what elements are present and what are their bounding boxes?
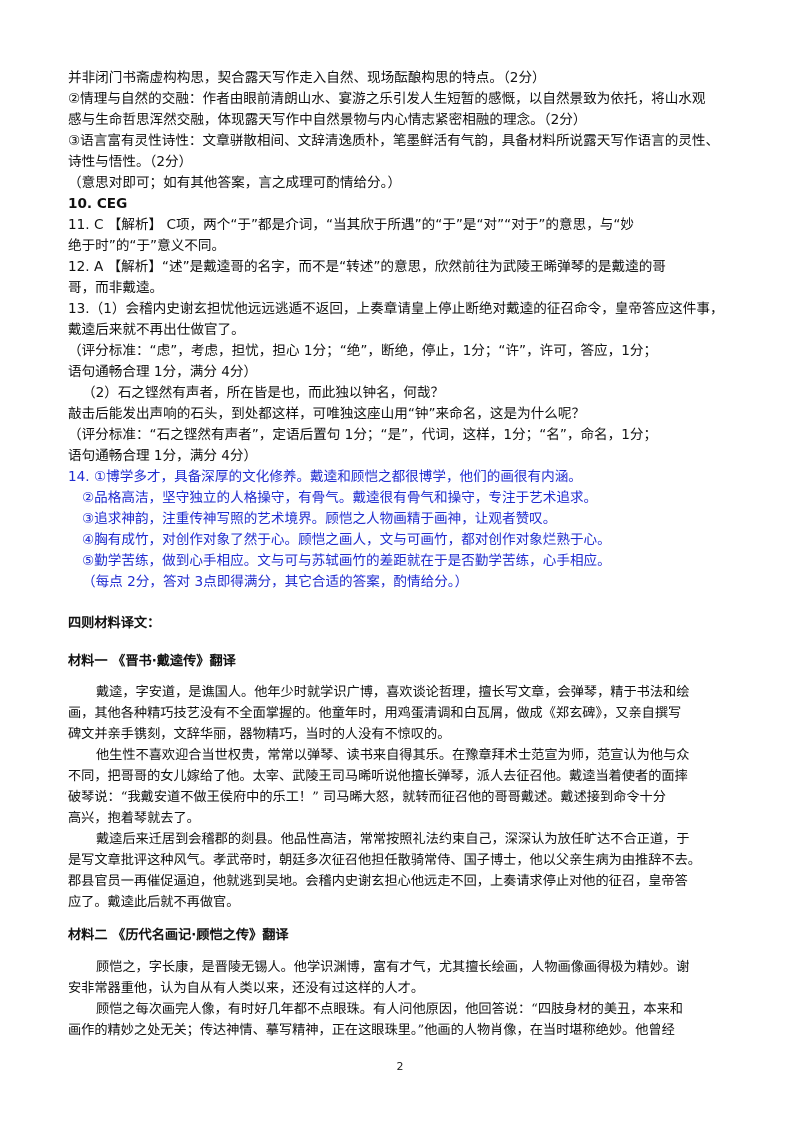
- answer-line: 感与生命哲思浑然交融，体现露天写作中自然景物与内心情志紧密相融的理念。（2分）: [68, 112, 587, 128]
- answer-14-point: ④胸有成竹，对创作对象了然于心。顾恺之画人，文与可画竹，都对创作对象烂熟于心。: [82, 532, 611, 548]
- answer-line: 并非闭门书斋虚构构思，契合露天写作走入自然、现场酝酿构思的特点。（2分）: [68, 70, 546, 86]
- answer-line: 哥，而非戴逵。: [68, 280, 164, 296]
- material1-line: 碑文并亲手镌刻，文辞华丽，器物精巧，当时的人没有不惊叹的。: [68, 727, 451, 742]
- answer-14-point: ⑤勤学苦练，做到心手相应。文与可与苏轼画竹的差距就在于是否勤学苦练，心手相应。: [82, 553, 611, 569]
- material1-line: 戴逵，字安道，是谯国人。他年少时就学识广博，喜欢谈论哲理，擅长写文章，会弹琴，精…: [96, 685, 690, 700]
- material1-heading: 材料一 《晋书·戴逵传》翻译: [68, 654, 236, 669]
- answer-12: 12. A 【解析】“述”是戴逵哥的名字，而不是“转述”的意思，欣然前往为武陵王…: [68, 259, 666, 275]
- scoring-note: （评分标准：“虑”，考虑，担忧，担心 1分；“绝”，断绝，停止，1分；“许”，许…: [68, 343, 658, 359]
- answer-line: ③语言富有灵性诗性：文章骈散相间、文辞清逸质朴，笔墨鲜活有气韵，具备材料所说露天…: [68, 133, 720, 149]
- answer-10: 10. CEG: [68, 196, 128, 212]
- answer-14-note: （每点 2分，答对 3点即得满分，其它合适的答案，酌情给分。）: [82, 574, 469, 590]
- material2-line: 安非常器重他，认为自从有人类以来，还没有过这样的人才。: [68, 981, 425, 996]
- answer-line: 敲击后能发出声响的石头，到处都这样，可唯独这座山用“钟”来命名，这是为什么呢？: [68, 406, 586, 422]
- answer-11: 11. C 【解析】 C项，两个“于”都是介词，“当其欣于所遇”的“于”是“对”…: [68, 217, 635, 233]
- material1-line: 是写文章批评这种风气。孝武帝时，朝廷多次征召他担任散骑常侍、国子博士，他以父亲生…: [68, 853, 701, 868]
- scoring-note: （评分标准：“石之铿然有声者”，定语后置句 1分；“是”，代词，这样，1分；“名…: [68, 427, 658, 443]
- answer-line: 诗性与悟性。（2分）: [68, 154, 193, 170]
- material1-line: 高兴，抱着琴就去了。: [68, 811, 200, 826]
- material2-heading: 材料二 《历代名画记·顾恺之传》翻译: [68, 928, 289, 943]
- material1-line: 破琴说：“我戴安道不做王侯府中的乐工！” 司马晞大怒，就转而征召他的哥哥戴述。戴…: [68, 790, 666, 805]
- scoring-note: 语句通畅合理 1分，满分 4分）: [68, 448, 258, 464]
- material1-line: 他生性不喜欢迎合当世权贵，常常以弹琴、读书来自得其乐。在豫章拜术士范宣为师，范宣…: [96, 748, 690, 763]
- answer-13: 13.（1）会稽内史谢玄担忧他远远逃遁不返回，上奏章请皇上停止断绝对戴逵的征召命…: [68, 301, 724, 317]
- material1-line: 应了。戴逵此后就不再做官。: [68, 895, 240, 910]
- scoring-note: 语句通畅合理 1分，满分 4分）: [68, 364, 258, 380]
- translations-heading: 四则材料译文：: [68, 616, 161, 631]
- material2-line: 顾恺之，字长康，是晋陵无锡人。他学识渊博，富有才气，尤其擅长绘画，人物画像画得极…: [96, 960, 690, 975]
- material2-line: 顾恺之每次画完人像，有时好几年都不点眼珠。有人问他原因，他回答说：“四肢身材的美…: [96, 1002, 683, 1017]
- answer-14-point: ②品格高洁，坚守独立的人格操守，有骨气。戴逵很有骨气和操守，专注于艺术追求。: [82, 490, 598, 506]
- material1-line: 不同，把哥哥的女儿嫁给了他。太宰、武陵王司马晞听说他擅长弹琴，派人去征召他。戴逵…: [68, 769, 688, 784]
- answer-14: 14. ①博学多才，具备深厚的文化修养。戴逵和顾恺之都很博学，他们的画很有内涵。: [68, 469, 582, 485]
- answer-line: ②情理与自然的交融：作者由眼前清朗山水、宴游之乐引发人生短暂的感慨，以自然景致为…: [68, 91, 706, 107]
- answer-14-point: ③追求神韵，注重传神写照的艺术境界。顾恺之人物画精于画神，让观者赞叹。: [82, 511, 557, 527]
- answer-line: 戴逵后来就不再出仕做官了。: [68, 322, 245, 338]
- answer-line: （意思对即可；如有其他答案，言之成理可酌情给分。）: [68, 175, 402, 191]
- material1-line: 戴逵后来迁居到会稽郡的剡县。他品性高洁，常常按照礼法约束自己，深深认为放任旷达不…: [96, 832, 690, 847]
- material1-line: 郡县官员一再催促逼迫，他就逃到吴地。会稽内史谢玄担心他远走不回，上奏请求停止对他…: [68, 874, 688, 889]
- answer-line: 绝于时”的“于”意义不同。: [68, 238, 226, 254]
- material1-line: 画，其他各种精巧技艺没有不全面掌握的。他童年时，用鸡蛋清调和白瓦屑，做成《郑玄碑…: [68, 706, 682, 721]
- page-number: 2: [396, 1060, 404, 1073]
- answer-13-2: （2）石之铿然有声者，所在皆是也，而此独以钟名，何哉？: [82, 385, 445, 401]
- material2-line: 画作的精妙之处无关；传达神情、摹写精神，正在这眼珠里。”他画的人物肖像，在当时堪…: [68, 1023, 675, 1038]
